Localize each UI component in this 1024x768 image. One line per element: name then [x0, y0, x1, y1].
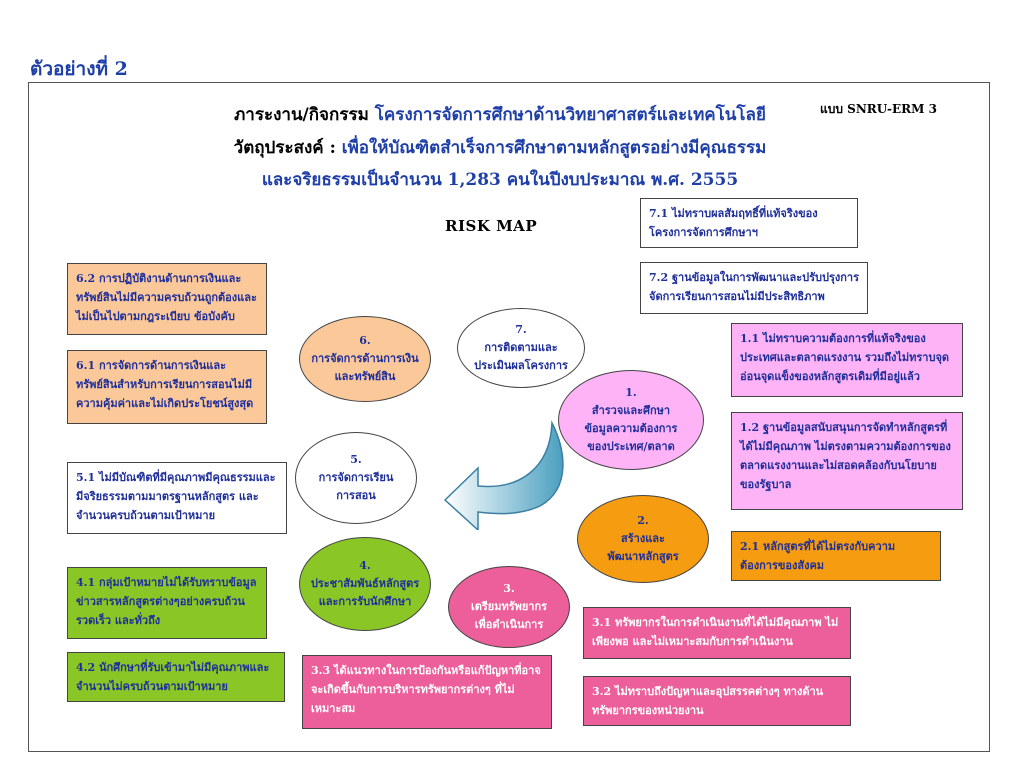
risk-1-2: 1.2 ฐานข้อมูลสนับสนุนการจัดทำหลักสูตรที่…: [731, 412, 963, 510]
risk-7-2: 7.2 ฐานข้อมูลในการพัฒนาและปรับปรุงการจัด…: [640, 262, 868, 314]
title-line-objective: วัตถุประสงค์ : เพื่อให้บัณฑิตสำเร็จการศึ…: [100, 134, 900, 161]
risk-4-2: 4.2 นักศึกษาที่รับเข้ามาไม่มีคุณภาพและจำ…: [67, 652, 285, 702]
title-line-objective-cont: และจริยธรรมเป็นจำนวน 1,283 คนในปีงบประมา…: [261, 170, 739, 190]
risk-3-3: 3.3 ได้แนวทางในการป้องกันหรือแก้ปัญหาที่…: [302, 655, 552, 729]
risk-3-2: 3.2 ไม่ทราบถึงปัญหาและอุปสรรคต่างๆ ทางด้…: [583, 676, 851, 726]
risk-7-1: 7.1 ไม่ทราบผลสัมฤทธิ์ที่แท้จริงของโครงกา…: [640, 198, 858, 248]
activity-label: ภาระงาน/กิจกรรม: [234, 105, 375, 125]
example-heading: ตัวอย่างที่ 2: [30, 58, 128, 80]
risk-map-frame: [28, 82, 990, 752]
process-step-7: 7. การติดตามและ ประเมินผลโครงการ: [457, 308, 585, 388]
objective-text: เพื่อให้บัณฑิตสำเร็จการศึกษาตามหลักสูตรอ…: [341, 138, 767, 158]
risk-map-label: RISK MAP: [445, 217, 538, 235]
risk-4-1: 4.1 กลุ่มเป้าหมายไม่ได้รับทราบข้อมูลข่าว…: [67, 567, 267, 639]
activity-name: โครงการจัดการศึกษาด้านวิทยาศาสตร์และเทคโ…: [374, 105, 766, 125]
process-step-2: 2. สร้างและ พัฒนาหลักสูตร: [577, 495, 709, 583]
process-step-5: 5. การจัดการเรียน การสอน: [295, 432, 417, 524]
risk-6-1: 6.1 การจัดการด้านการเงินและทรัพย์สินสำหร…: [67, 350, 267, 424]
process-step-4: 4. ประชาสัมพันธ์หลักสูตร และการรับนักศึก…: [299, 537, 431, 631]
cycle-arrow-icon: [443, 420, 564, 530]
process-step-3: 3. เตรียมทรัพยากร เพื่อดำเนินการ: [448, 566, 570, 648]
title-line-activity: ภาระงาน/กิจกรรม โครงการจัดการศึกษาด้านวิ…: [100, 101, 900, 128]
form-code: แบบ SNRU-ERM 3: [820, 102, 937, 116]
risk-2-1: 2.1 หลักสูตรที่ได้ไม่ตรงกับความต้องการขอ…: [731, 531, 941, 581]
risk-3-1: 3.1 ทรัพยากรในการดำเนินงานที่ได้ไม่มีคุณ…: [583, 607, 851, 659]
process-step-1: 1. สำรวจและศึกษา ข้อมูลความต้องการ ของปร…: [558, 370, 704, 470]
risk-1-1: 1.1 ไม่ทราบความต้องการที่แท้จริงของประเท…: [731, 323, 963, 397]
risk-5-1: 5.1 ไม่มีบัณฑิตที่มีคุณภาพมีคุณธรรมและมี…: [67, 462, 287, 534]
objective-label: วัตถุประสงค์ :: [233, 138, 342, 158]
process-step-6: 6. การจัดการด้านการเงิน และทรัพย์สิน: [299, 316, 431, 402]
risk-6-2: 6.2 การปฏิบัติงานด้านการเงินและทรัพย์สิน…: [67, 263, 267, 335]
